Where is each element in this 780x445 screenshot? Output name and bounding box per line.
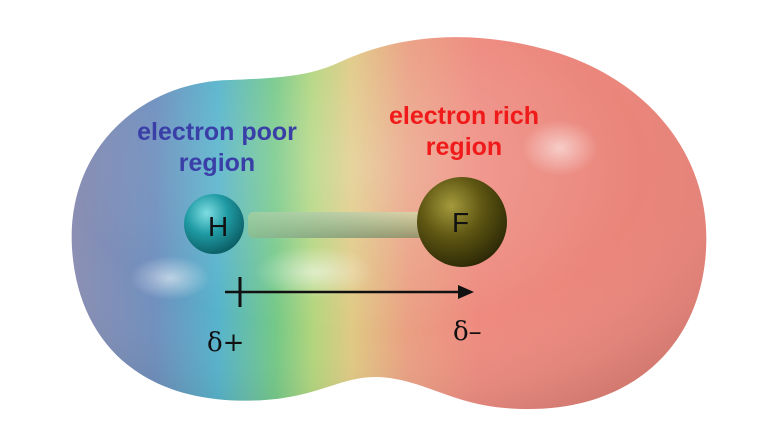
electron-rich-line1: electron rich xyxy=(388,102,540,130)
surface-highlight xyxy=(130,256,210,300)
partial-negative-label: δ– xyxy=(453,317,482,347)
electron-poor-line1: electron poor xyxy=(137,118,297,146)
hydrogen-atom xyxy=(184,194,244,254)
partial-positive-label: δ+ xyxy=(207,328,245,358)
electron-rich-line2: region xyxy=(425,133,503,161)
electron-rich-label: electron rich region xyxy=(366,101,562,163)
surface-highlight xyxy=(255,246,375,298)
fluorine-symbol: F xyxy=(452,207,470,238)
electron-poor-line2: region xyxy=(178,149,256,177)
fluorine-atom xyxy=(417,177,507,267)
hydrogen-symbol: H xyxy=(208,211,229,242)
electron-poor-label: electron poor region xyxy=(112,117,322,179)
surface-highlight xyxy=(522,120,598,176)
dipole-arrow-icon xyxy=(225,277,474,307)
